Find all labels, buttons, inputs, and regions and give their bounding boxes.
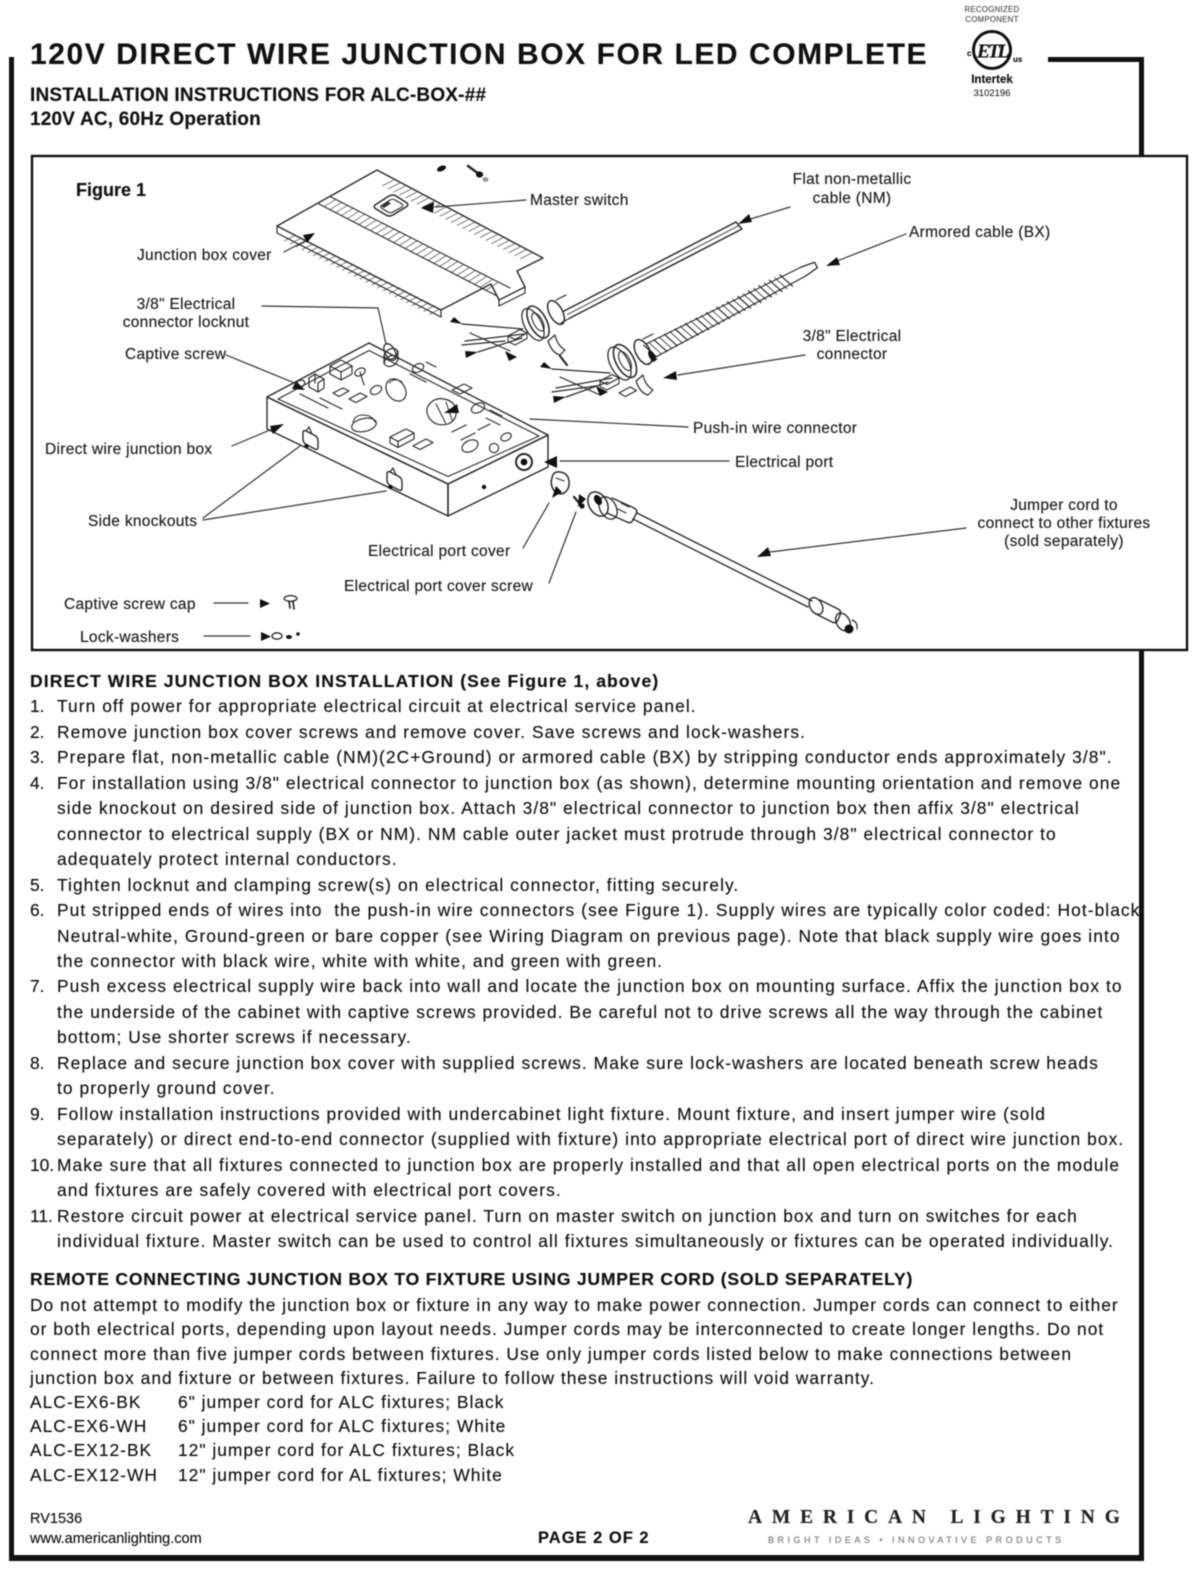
- svg-text:cable (NM): cable (NM): [813, 190, 892, 207]
- svg-text:(sold separately): (sold separately): [1004, 533, 1124, 550]
- svg-text:Electrical port cover: Electrical port cover: [368, 543, 510, 560]
- svg-text:Master switch: Master switch: [530, 192, 629, 209]
- svg-text:Flat non-metallic: Flat non-metallic: [793, 171, 912, 188]
- svg-text:3102196: 3102196: [974, 88, 1011, 99]
- svg-text:Electrical port cover screw: Electrical port cover screw: [344, 578, 533, 595]
- svg-text:RECOGNIZED: RECOGNIZED: [965, 5, 1020, 14]
- svg-text:Jumper cord to: Jumper cord to: [1010, 497, 1118, 514]
- svg-text:Lock-washers: Lock-washers: [80, 629, 179, 646]
- svg-text:c: c: [967, 49, 972, 58]
- svg-text:us: us: [1013, 55, 1023, 64]
- svg-text:connector locknut: connector locknut: [123, 314, 250, 331]
- svg-text:3/8" Electrical: 3/8" Electrical: [803, 328, 902, 345]
- svg-text:Junction box cover: Junction box cover: [137, 247, 272, 264]
- svg-text:connect to other fixtures: connect to other fixtures: [978, 515, 1151, 532]
- svg-text:connector: connector: [817, 346, 888, 363]
- svg-text:Captive screw cap: Captive screw cap: [64, 596, 196, 613]
- svg-text:Captive screw: Captive screw: [125, 346, 227, 363]
- svg-text:Figure 1: Figure 1: [76, 180, 146, 200]
- svg-text:COMPONENT: COMPONENT: [965, 15, 1018, 24]
- svg-text:3/8" Electrical: 3/8" Electrical: [137, 296, 236, 313]
- svg-text:ETL: ETL: [976, 41, 1010, 63]
- svg-text:Intertek: Intertek: [971, 74, 1013, 86]
- svg-text:Electrical port: Electrical port: [735, 454, 834, 471]
- svg-text:Direct wire junction box: Direct wire junction box: [45, 441, 212, 458]
- svg-text:Push-in wire connector: Push-in wire connector: [693, 420, 857, 437]
- svg-text:Side knockouts: Side knockouts: [88, 513, 197, 530]
- svg-text:Armored cable (BX): Armored cable (BX): [909, 224, 1051, 241]
